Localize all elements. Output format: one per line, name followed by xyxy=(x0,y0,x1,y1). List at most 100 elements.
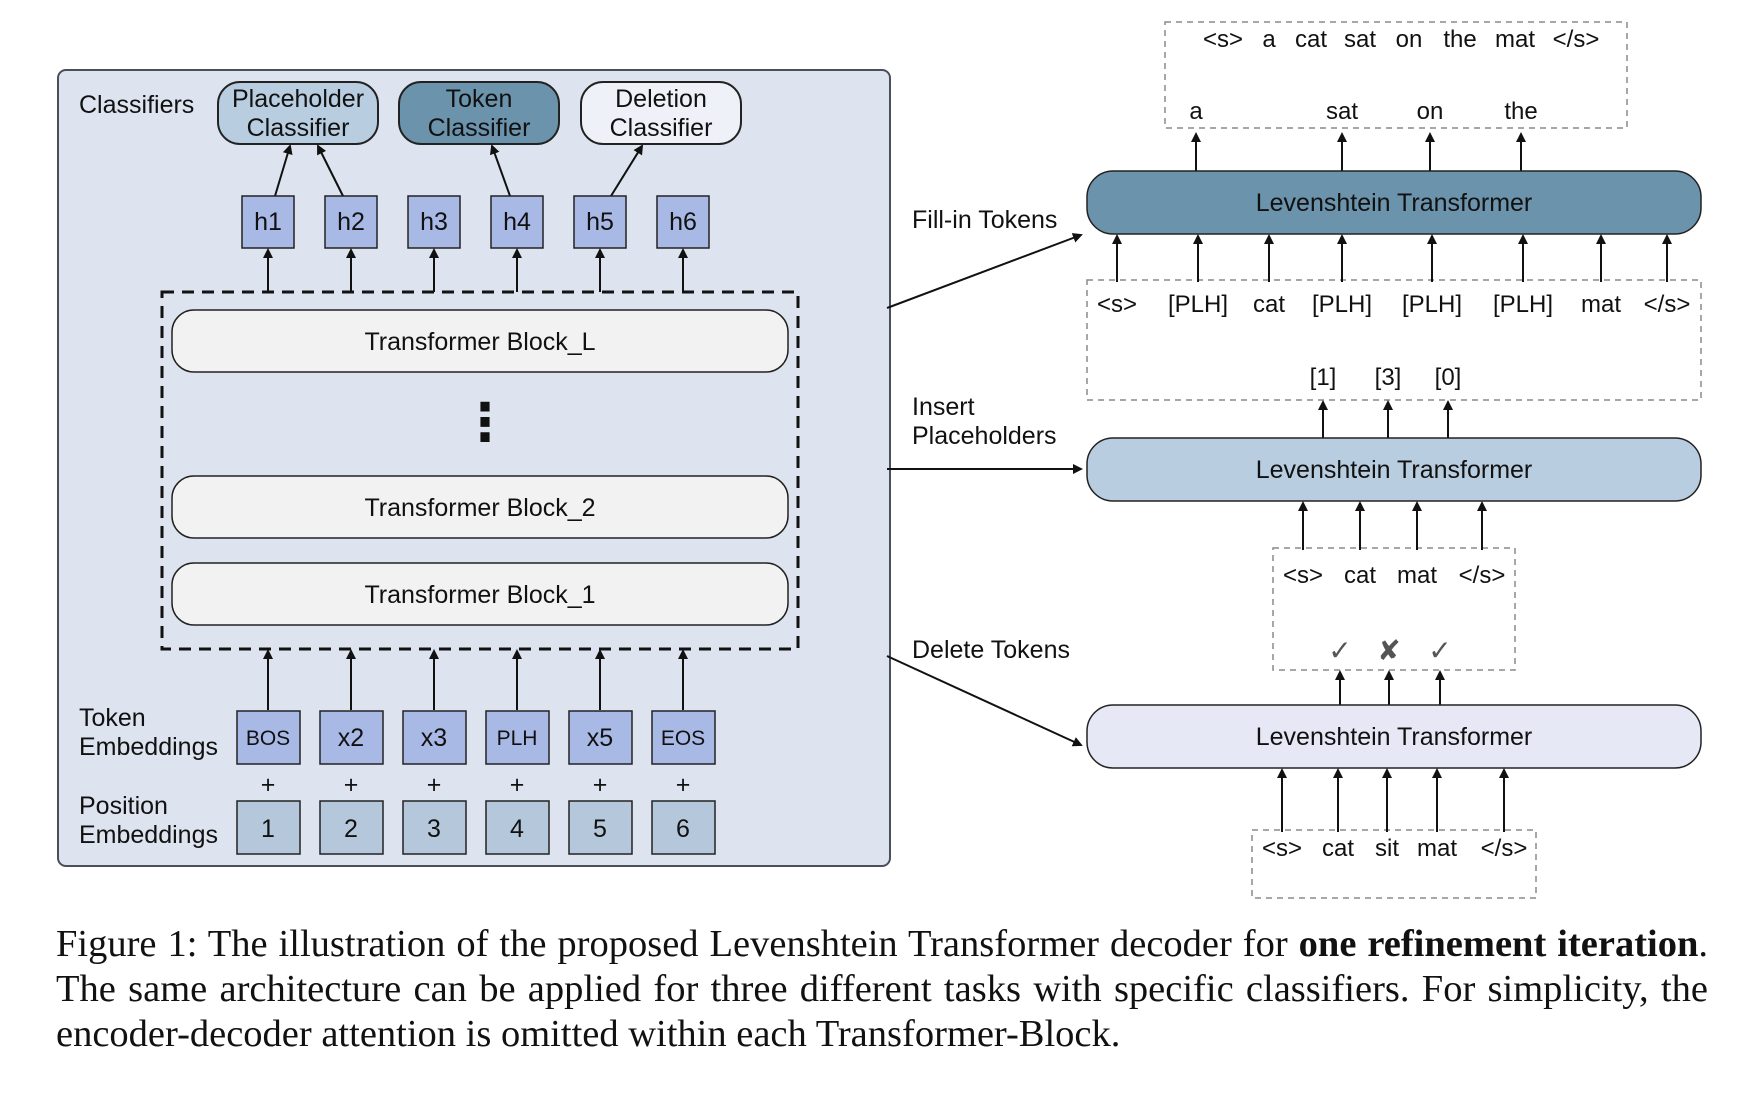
svg-text:2: 2 xyxy=(344,815,358,843)
levenshtein-transformer-delete: Levenshtein Transformer xyxy=(1086,704,1702,769)
fill-output-arrows xyxy=(1191,132,1526,171)
svg-text:+: + xyxy=(261,771,276,799)
svg-text:+: + xyxy=(344,771,359,799)
fill-input-arrows xyxy=(1112,234,1672,282)
token-embeddings: BOS x2 x3 PLH x5 EOS xyxy=(236,710,716,765)
fill-output-tokens: a sat on the xyxy=(1189,98,1537,125)
hidden-state-h4: h4 xyxy=(490,195,544,249)
svg-text:</s>: </s> xyxy=(1553,26,1600,53)
token-bos: BOS xyxy=(236,710,301,765)
svg-text:[PLH]: [PLH] xyxy=(1493,291,1553,318)
svg-text:Transformer Block_1: Transformer Block_1 xyxy=(364,581,595,609)
svg-text:x2: x2 xyxy=(338,724,364,752)
svg-text:a: a xyxy=(1189,98,1203,125)
hidden-states: h1 h2 h3 h4 h5 h6 xyxy=(241,195,710,249)
hidden-state-h3: h3 xyxy=(407,195,461,249)
position-6: 6 xyxy=(651,800,716,855)
svg-text:[PLH]: [PLH] xyxy=(1402,291,1462,318)
keep-mark-icon: ✓ xyxy=(1328,635,1351,666)
refinement-iteration-panel: <s> a cat sat on the mat </s> a sat on t… xyxy=(1086,21,1702,899)
svg-text:Deletion: Deletion xyxy=(615,85,707,113)
caption-rest: . The same architecture can be applied f… xyxy=(56,923,1709,1055)
svg-text:the: the xyxy=(1443,26,1476,53)
svg-text:+: + xyxy=(593,771,608,799)
svg-text:Position: Position xyxy=(79,792,168,820)
svg-text:cat: cat xyxy=(1295,26,1327,53)
classifiers-label: Classifiers xyxy=(79,91,194,119)
token-embeddings-label: Token Embeddings xyxy=(79,704,218,761)
svg-text:<s>: <s> xyxy=(1283,562,1323,589)
embedding-to-stack-arrows xyxy=(263,649,688,710)
fill-input-box xyxy=(1086,279,1702,401)
levenshtein-transformer-insert: Levenshtein Transformer xyxy=(1086,437,1702,502)
svg-text:EOS: EOS xyxy=(661,727,705,750)
svg-text:[PLH]: [PLH] xyxy=(1168,291,1228,318)
token-x5: x5 xyxy=(568,710,633,765)
svg-text:h2: h2 xyxy=(337,208,365,236)
delete-tokens-label: Delete Tokens xyxy=(912,636,1070,664)
svg-text:Token: Token xyxy=(79,704,146,732)
svg-text:<s>: <s> xyxy=(1097,291,1137,318)
position-3: 3 xyxy=(402,800,467,855)
svg-text:Levenshtein Transformer: Levenshtein Transformer xyxy=(1256,456,1533,484)
hidden-to-classifier-arrows xyxy=(274,144,644,197)
position-1: 1 xyxy=(236,800,301,855)
svg-text:Levenshtein Transformer: Levenshtein Transformer xyxy=(1256,723,1533,751)
svg-text:Classifier: Classifier xyxy=(247,114,350,142)
transformer-block-1: Transformer Block_1 xyxy=(171,562,789,626)
fill-output-box xyxy=(1164,21,1628,129)
svg-text:mat: mat xyxy=(1581,291,1621,318)
svg-text:Transformer Block_L: Transformer Block_L xyxy=(364,328,595,356)
svg-text:h3: h3 xyxy=(420,208,448,236)
stack-to-hidden-arrows xyxy=(263,248,688,292)
insert-counts: [1] [3] [0] xyxy=(1310,364,1462,391)
svg-text:+: + xyxy=(510,771,525,799)
svg-text:</s>: </s> xyxy=(1644,291,1691,318)
svg-text:6: 6 xyxy=(676,815,690,843)
transformer-block-l: Transformer Block_L xyxy=(171,309,789,373)
svg-text:Levenshtein Transformer: Levenshtein Transformer xyxy=(1256,189,1533,217)
fill-input-sequence: <s> [PLH] cat [PLH] [PLH] [PLH] mat </s> xyxy=(1097,291,1690,318)
svg-text:cat: cat xyxy=(1344,562,1376,589)
svg-text:the: the xyxy=(1504,98,1537,125)
delete-arrow xyxy=(886,655,1083,747)
svg-text:Transformer Block_2: Transformer Block_2 xyxy=(364,494,595,522)
svg-text:on: on xyxy=(1417,98,1444,125)
svg-text:cat: cat xyxy=(1253,291,1285,318)
svg-text:Classifier: Classifier xyxy=(428,114,531,142)
svg-text:Placeholders: Placeholders xyxy=(912,422,1057,450)
position-5: 5 xyxy=(568,800,633,855)
position-2: 2 xyxy=(319,800,384,855)
svg-text:Embeddings: Embeddings xyxy=(79,733,218,761)
hidden-state-h2: h2 xyxy=(324,195,378,249)
delete-input-arrows xyxy=(1277,768,1509,832)
position-embeddings: 1 2 3 4 5 6 xyxy=(236,800,716,855)
svg-text:x5: x5 xyxy=(587,724,613,752)
svg-text:h1: h1 xyxy=(254,208,282,236)
task-arrows: Fill-in Tokens Insert Placeholders Delet… xyxy=(886,206,1083,747)
placeholder-classifier: Placeholder Classifier xyxy=(217,81,379,145)
svg-text:+: + xyxy=(676,771,691,799)
svg-text:Token: Token xyxy=(446,85,513,113)
position-4: 4 xyxy=(485,800,550,855)
svg-text:x3: x3 xyxy=(421,724,447,752)
svg-text:mat: mat xyxy=(1417,835,1457,862)
plus-signs: + + + + + + xyxy=(261,771,691,799)
figure-caption: Figure 1: The illustration of the propos… xyxy=(56,922,1708,1057)
svg-text:Insert: Insert xyxy=(912,393,975,421)
svg-text:1: 1 xyxy=(261,815,275,843)
svg-text:</s>: </s> xyxy=(1481,835,1528,862)
delete-marks: ✓ ✘ ✓ xyxy=(1328,635,1451,666)
fill-in-arrow xyxy=(886,233,1083,309)
hidden-state-h5: h5 xyxy=(573,195,627,249)
svg-text:cat: cat xyxy=(1322,835,1354,862)
delete-mark-icon: ✘ xyxy=(1377,635,1400,666)
svg-text:+: + xyxy=(427,771,442,799)
position-embeddings-label: Position Embeddings xyxy=(79,792,218,849)
hidden-state-h1: h1 xyxy=(241,195,295,249)
svg-text:Embeddings: Embeddings xyxy=(79,821,218,849)
svg-text:h5: h5 xyxy=(586,208,614,236)
token-x3: x3 xyxy=(402,710,467,765)
delete-output-arrows xyxy=(1335,670,1445,705)
svg-text:<s>: <s> xyxy=(1203,26,1243,53)
